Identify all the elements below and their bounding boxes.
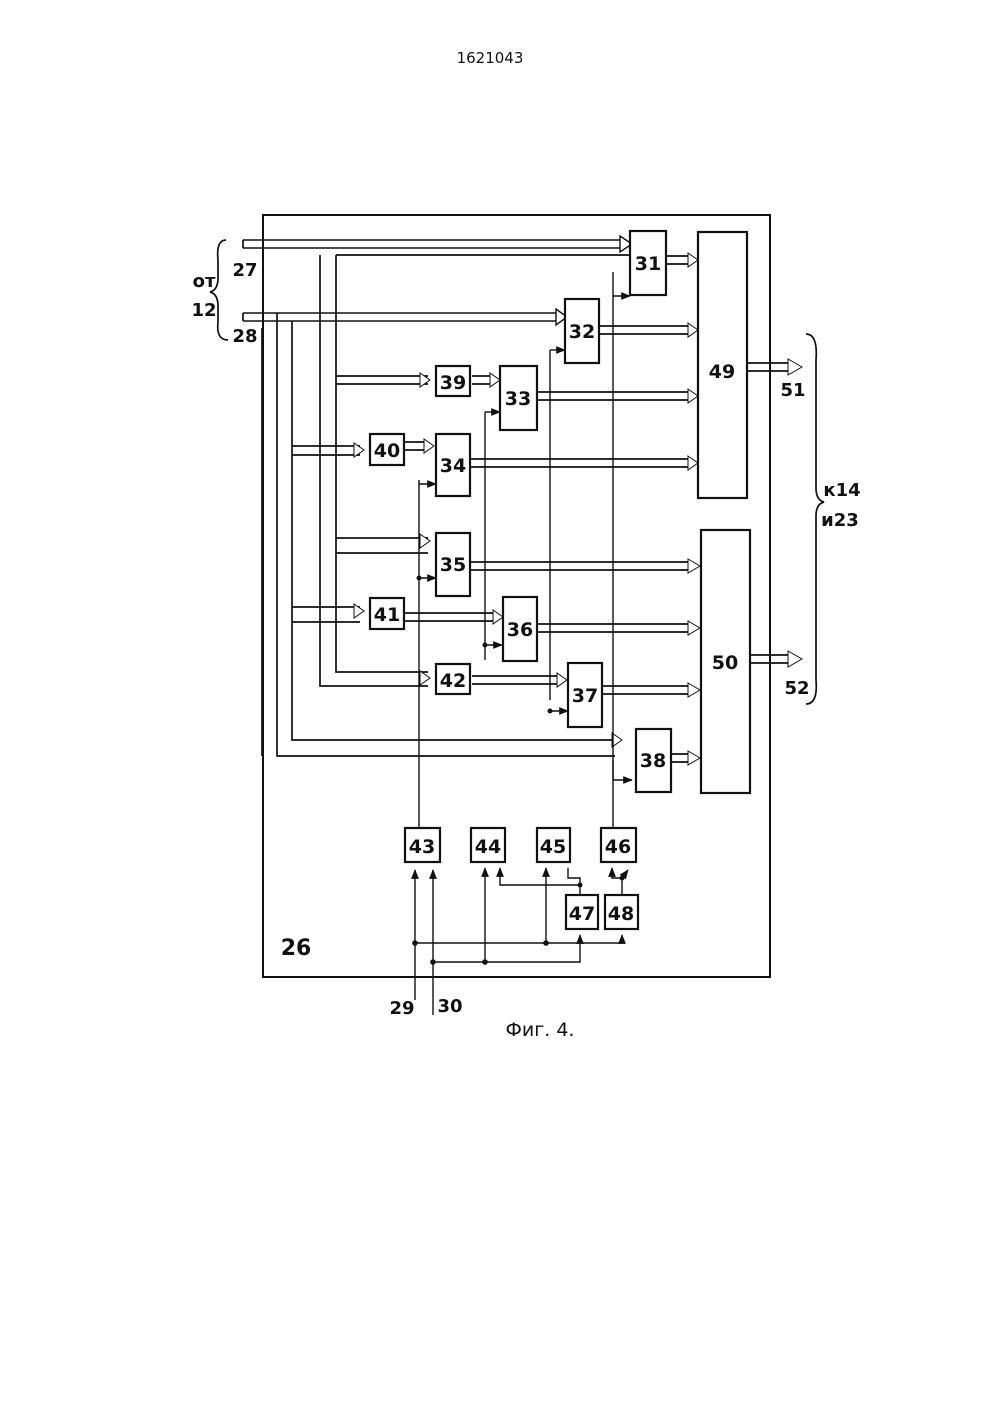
svg-text:38: 38 [640,750,666,772]
svg-text:45: 45 [540,836,566,858]
block-40: 40 [370,434,404,465]
block-39: 39 [436,366,470,396]
label-line-30: 30 [437,996,462,1017]
label-line-52: 52 [784,678,809,699]
svg-text:47: 47 [569,903,595,925]
block-33: 33 [500,366,537,430]
svg-text:48: 48 [608,903,634,925]
block-41: 41 [370,598,404,629]
block-37: 37 [568,663,602,727]
svg-text:50: 50 [712,652,738,674]
patent-number: 1621043 [457,49,524,67]
label-source-unit: 12 [191,300,216,321]
block-48: 48 [605,895,638,929]
block-43: 43 [405,828,440,862]
label-line-51: 51 [780,380,805,401]
block-49: 49 [698,232,747,498]
svg-text:40: 40 [374,440,400,462]
block-50: 50 [701,530,750,793]
svg-text:49: 49 [709,361,735,383]
svg-text:41: 41 [374,604,400,626]
svg-text:33: 33 [505,388,531,410]
block-36: 36 [503,597,537,661]
svg-text:36: 36 [507,619,533,641]
svg-text:31: 31 [635,253,661,275]
block-47: 47 [566,895,598,929]
svg-text:46: 46 [605,836,631,858]
block-44: 44 [471,828,505,862]
label-target-k: к14 [823,480,860,501]
svg-text:34: 34 [440,455,466,477]
block-32: 32 [565,299,599,363]
block-34: 34 [436,434,470,496]
svg-text:35: 35 [440,554,466,576]
unit-label: 26 [281,936,312,961]
svg-text:44: 44 [475,836,501,858]
block-38: 38 [636,729,671,792]
label-line-27: 27 [232,260,257,281]
svg-text:37: 37 [572,685,598,707]
svg-text:43: 43 [409,836,435,858]
block-35: 35 [436,533,470,596]
block-46: 46 [601,828,636,862]
svg-text:32: 32 [569,321,595,343]
block-31: 31 [630,231,666,295]
block-42: 42 [436,664,470,694]
figure-caption: Фиг. 4. [506,1019,575,1041]
svg-text:39: 39 [440,372,466,394]
block-45: 45 [537,828,570,862]
label-target-and: и23 [821,510,859,531]
label-from: от [193,271,216,292]
label-line-28: 28 [232,326,257,347]
svg-text:42: 42 [440,670,466,692]
label-line-29: 29 [389,998,414,1019]
